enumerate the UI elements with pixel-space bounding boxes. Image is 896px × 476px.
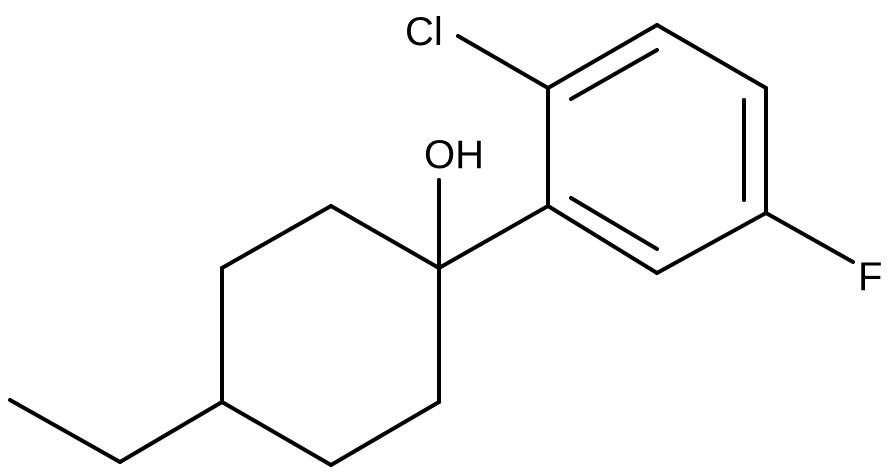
bond-ar3-ar4 (655, 23, 768, 90)
bond-ar5-f (764, 211, 855, 264)
bond-c4-c5 (220, 400, 333, 467)
bond-ar2-ar3 (546, 23, 659, 90)
bond-ar2-ar3-inner (569, 48, 659, 101)
bond-ar6-ar1-inner (569, 196, 659, 251)
bond-ar6-ar1 (546, 204, 659, 275)
bond-c2-c3 (220, 204, 333, 270)
hydroxyl-label: OH (424, 133, 484, 177)
fluorine-label: F (858, 255, 882, 299)
chlorine-label: Cl (405, 10, 443, 54)
atom-labels: Cl OH F (405, 10, 882, 299)
bond-c4-ethyl (118, 400, 224, 464)
bond-c1-c2 (329, 204, 441, 270)
bond-ar5-ar6 (655, 211, 768, 275)
bond-ethyl-methyl (8, 398, 122, 464)
bond-c1-aryl (437, 204, 550, 270)
bonds (8, 23, 855, 467)
bond-c5-c6 (329, 400, 441, 467)
bond-ar2-cl (456, 34, 550, 90)
